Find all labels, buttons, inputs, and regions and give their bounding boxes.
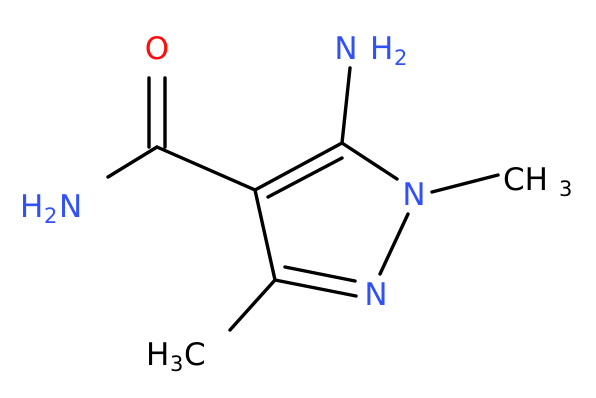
amine-n-label: N [334,31,357,67]
bond-c4-c5-b [266,156,344,199]
ring-n1-label: N [402,177,425,213]
bond-n2-c3-a [273,278,358,298]
bond-n2-c3-b [283,265,357,283]
bond-c4-c5-a [253,141,344,192]
c-methyl-sub-label: 3 [170,352,183,376]
bond-c5-n1 [340,141,399,181]
c-methyl-h-label: H [146,337,169,373]
c-methyl-c-label: C [184,337,206,373]
bond-c3-c4 [253,188,277,282]
bond-c-nh2 [106,145,159,179]
amide-n-label: N [59,189,82,225]
n-methyl-sub-label: 3 [559,177,572,201]
bond-n1-n2 [378,212,410,276]
n-methyl-label: CH [503,162,548,198]
amine-nh2-label: N [334,31,357,67]
bond-c5-nh2 [340,66,352,145]
bond-c3-ch3 [228,278,277,332]
bonds [106,66,500,332]
atom-labels: O N H 2 H 2 N N N CH 3 H 3 C [20,31,572,376]
amide-h-label: H [20,189,43,225]
ring-n2-label: N [364,277,387,313]
amide-sub-label: 2 [44,204,57,228]
oxygen-label: O [145,31,169,67]
amine-sub-label: 2 [394,46,407,70]
bond-c-c4 [155,145,257,192]
amine-h-label: H [370,31,393,67]
bond-n1-ch3 [430,173,500,194]
